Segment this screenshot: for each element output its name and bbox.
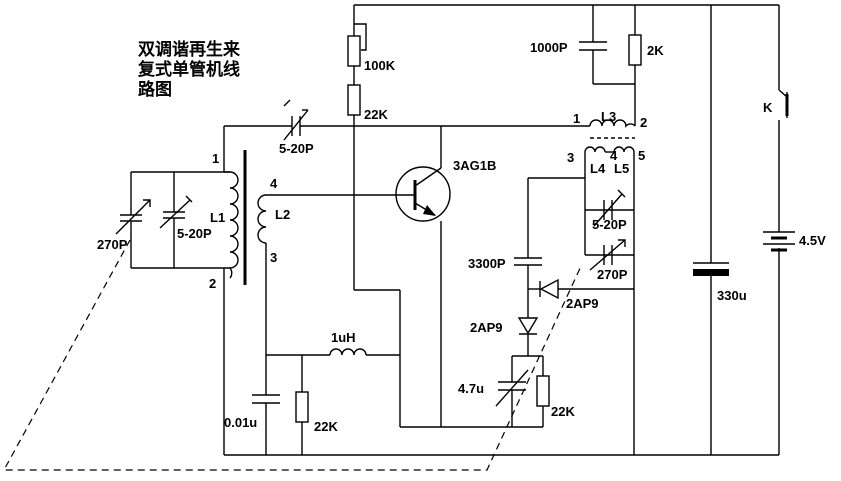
capacitor-330u-label: 330u xyxy=(717,288,747,303)
resistor-2k-label: 2K xyxy=(647,43,664,58)
resistor-22k-right-label: 22K xyxy=(551,404,575,419)
diode-2ap9-lower-label: 2AP9 xyxy=(470,320,503,335)
coil-l3 xyxy=(589,119,636,139)
capacitor-5-20p-right xyxy=(593,189,626,227)
ganged-tuning-link xyxy=(2,239,583,471)
diode-2ap9-upper-label: 2AP9 xyxy=(566,296,599,311)
trimmer-capacitor-top xyxy=(283,99,309,141)
title-line-1: 双调谐再生来 xyxy=(138,39,241,60)
coil-l2-label: L2 xyxy=(275,207,290,222)
inductor-1uh xyxy=(266,289,401,427)
transistor-label: 3AG1B xyxy=(453,158,496,173)
title-line-2: 复式单管机线 xyxy=(137,59,240,80)
capacitor-4-7u-label: 4.7u xyxy=(458,381,484,396)
capacitor-0-01u xyxy=(252,394,280,455)
capacitor-270p-right-label: 270P xyxy=(597,267,628,282)
coil-l1-pin-1: 1 xyxy=(212,151,219,166)
key-switch-label: K xyxy=(763,100,773,115)
capacitor-4-7u xyxy=(495,355,543,427)
coil-l2-pin-3: 3 xyxy=(270,250,277,265)
resistor-22k-bottom-label: 22K xyxy=(314,419,338,434)
coil-l45-pin-4: 4 xyxy=(610,148,618,163)
coil-l5-pin-5: 5 xyxy=(638,148,645,163)
battery-symbol xyxy=(763,231,795,252)
feedback-wire xyxy=(223,125,590,456)
capacitor-3300p xyxy=(514,178,542,318)
trimmer-capacitor-top-label: 5-20P xyxy=(279,141,314,156)
inductor-1uh-label: 1uH xyxy=(331,330,356,345)
capacitor-0-01u-label: 0.01u xyxy=(224,415,257,430)
coil-l4-l5 xyxy=(584,146,635,178)
resistor-22k-top xyxy=(347,84,361,290)
capacitor-270p-right xyxy=(589,239,626,271)
battery-label: 4.5V xyxy=(799,233,826,248)
coil-l1-pin-2: 2 xyxy=(209,276,216,291)
coil-l1-label: L1 xyxy=(210,210,225,225)
capacitor-330u xyxy=(693,5,729,455)
transistor-3ag1b xyxy=(395,126,451,427)
potentiometer-100k-label: 100K xyxy=(364,58,396,73)
coil-l1 xyxy=(174,171,239,279)
capacitor-270p-left-label: 270P xyxy=(97,237,128,252)
battery-branch xyxy=(778,5,788,455)
coil-l5-label: L5 xyxy=(614,161,629,176)
coil-l4-pin-3: 3 xyxy=(567,150,574,165)
coil-l2 xyxy=(257,194,415,395)
resistor-22k-bottom xyxy=(295,355,309,455)
diode-2ap9-upper xyxy=(528,278,634,300)
capacitor-5-20p-right-label: 5-20P xyxy=(592,217,627,232)
diode-2ap9-lower xyxy=(517,317,539,356)
coil-l3-pin-1: 1 xyxy=(573,111,580,126)
capacitor-1000p-label: 1000P xyxy=(530,40,568,55)
capacitor-3300p-label: 3300P xyxy=(468,256,506,271)
resistor-22k-right xyxy=(400,356,550,428)
capacitor-5-20p-left xyxy=(159,172,193,268)
coil-l4-label: L4 xyxy=(590,161,606,176)
right-tuning-network xyxy=(528,177,635,455)
coil-l3-label: L3 xyxy=(601,109,616,124)
potentiometer-100k xyxy=(347,5,367,85)
capacitor-5-20p-left-label: 5-20P xyxy=(177,226,212,241)
resistor-22k-top-label: 22K xyxy=(364,107,388,122)
title-line-3: 路图 xyxy=(138,79,172,100)
capacitor-1000p-branch xyxy=(579,5,635,85)
resistor-2k xyxy=(628,5,642,120)
coil-l3-pin-2: 2 xyxy=(640,115,647,130)
capacitor-270p-left xyxy=(115,171,174,269)
coil-l2-pin-4: 4 xyxy=(270,176,278,191)
